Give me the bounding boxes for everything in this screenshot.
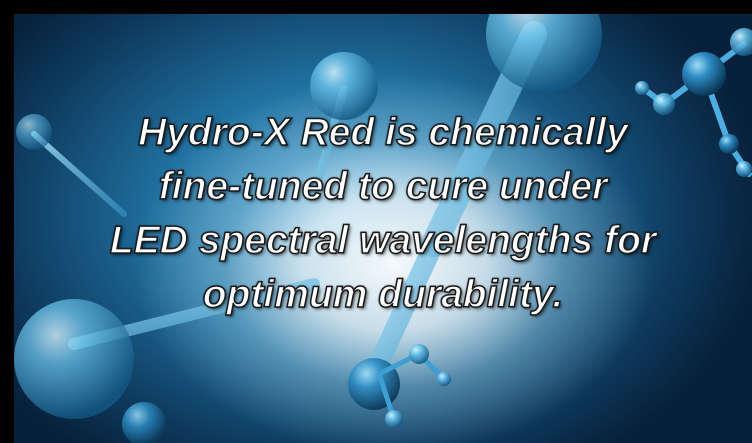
headline-line-4: optimum durability. [202,272,564,317]
headline-line-2: fine-tuned to cure under [158,164,608,209]
headline-line-3: LED spectral wavelengths for [109,218,657,263]
molecule-illustration [14,14,752,443]
headline-line-1: Hydro-X Red is chemically [137,110,628,155]
headline-text: Hydro-X Red is chemically fine-tuned to … [14,106,752,322]
molecule-scene: Hydro-X Red is chemically fine-tuned to … [14,14,752,443]
